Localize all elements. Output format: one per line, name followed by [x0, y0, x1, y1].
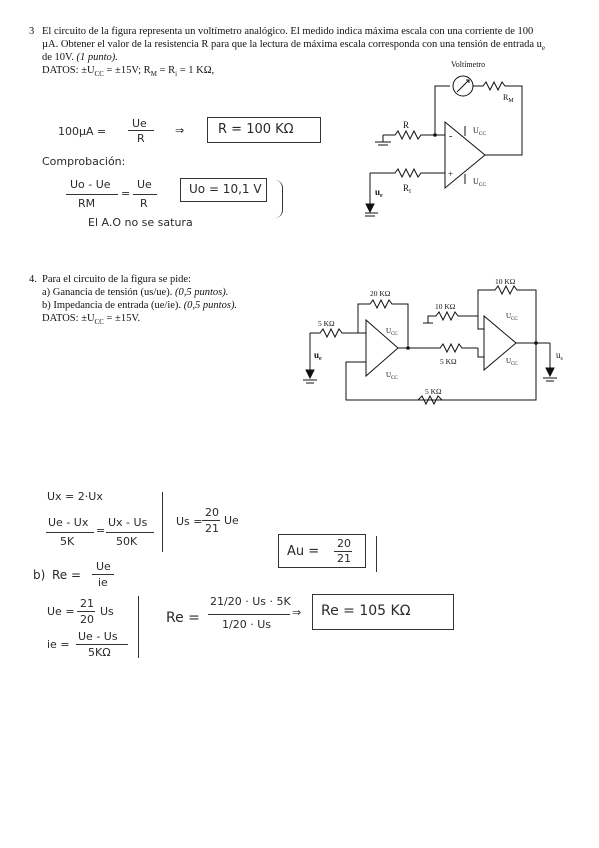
hw4-Re-den: 1/20 · Us: [222, 618, 271, 631]
hw3-result-box: R = 100 KΩ: [207, 117, 321, 143]
hw4-divider3: [138, 596, 139, 658]
hw4-au-box: Au = 20 21: [278, 534, 366, 568]
hw3-eq-den2: R: [140, 197, 148, 210]
voltmeter-circuit-diagram: Voltímetro RM R RI UCC UCC - + ue: [365, 60, 523, 217]
problem3-text-line1: El circuito de la figura representa un v…: [42, 26, 534, 37]
hw4-Re-bar: [208, 614, 290, 615]
problem4-line2: a) Ganancia de tensión (us/ue). (0,5 pun…: [42, 287, 229, 298]
inverting-sign: -: [449, 131, 452, 142]
problem4-datos: DATOS: ±UCC = ±15V.: [42, 313, 141, 327]
hw4-us-num: 20: [205, 506, 219, 519]
hw3-eq-bar1: [66, 194, 118, 195]
ri-label: RI: [403, 183, 411, 195]
hw3-eq-den1: RM: [78, 197, 96, 210]
rm-label: RM: [503, 93, 514, 104]
hw3-result-box2: Uo = 10,1 V: [180, 178, 267, 202]
hw4-divider1: [162, 492, 163, 552]
hw4-ue-num: 21: [80, 597, 94, 610]
hw4-b-label: b): [33, 568, 46, 582]
hw4-Re-arrow: ⇒: [292, 606, 302, 619]
hw4-re-num: Ue: [96, 560, 111, 573]
hw3-eq-bar2: [133, 194, 157, 195]
hw4-ue-den: 20: [80, 613, 94, 626]
problem3-text-line3: de 10V. (1 punto).: [42, 52, 118, 63]
ucc-op2-pos: UCC: [506, 312, 518, 322]
hw4-us-bar: [202, 520, 220, 521]
hw4-re-bar: [92, 574, 114, 575]
ucc-op1-neg: UCC: [386, 371, 398, 381]
ucc-op1-pos: UCC: [386, 327, 398, 337]
hw4-l2-den2: 50K: [116, 535, 138, 548]
two-opamp-circuit-diagram: 20 KΩ 10 KΩ 10 KΩ 5 KΩ 5 KΩ 5 KΩ ue us U…: [303, 278, 564, 406]
hw3-arrow: ⇒: [175, 124, 185, 137]
hw4-l2-den: 5K: [60, 535, 75, 548]
ucc-pos-label: UCC: [473, 126, 486, 137]
r-label: R: [403, 120, 409, 130]
hw3-frac-bar: [128, 130, 154, 131]
hw3-brace: [272, 180, 283, 218]
noninverting-sign: +: [448, 169, 453, 179]
hw3-frac-den: R: [137, 132, 145, 145]
ucc-neg-label: UCC: [473, 177, 486, 188]
hw4-l2-num: Ue - Ux: [48, 516, 89, 529]
hw4-divider2: [376, 536, 377, 572]
r10k-top-label: 10 KΩ: [495, 278, 516, 286]
hw4-l1: Ux = 2·Ux: [47, 490, 103, 503]
hw4-l2-num2: Ux - Us: [108, 516, 148, 529]
hw3-current: 100µA =: [58, 125, 107, 138]
hw4-ie-bar: [76, 644, 128, 645]
hw4-ue-bar: [77, 611, 95, 612]
hw4-Re-big: Re =: [166, 610, 200, 626]
hw4-Re-num: 21/20 · Us · 5K: [210, 595, 291, 608]
hw4-l2-bar: [46, 532, 94, 533]
hw3-comprobacion: Comprobación:: [42, 155, 126, 168]
hw4-re-den: ie: [98, 576, 108, 589]
problem3-text-line2: µA. Obtener el valor de la resistencia R…: [42, 39, 546, 53]
hw3-eq-num1: Uo - Ue: [70, 178, 111, 191]
hw3-frac-num: Ue: [132, 117, 147, 130]
hw4-re-eq: Re =: [52, 568, 82, 582]
hw4-ie-num: Ue - Us: [78, 630, 118, 643]
r5k-in-label: 5 KΩ: [318, 319, 335, 328]
voltmeter-label: Voltímetro: [451, 60, 485, 69]
hw4-ue-line: Ue =: [47, 605, 75, 618]
hw4-us-tail: Ue: [224, 514, 239, 527]
r20k-label: 20 KΩ: [370, 289, 391, 298]
problem4-number: 4.: [29, 274, 37, 285]
problem4-line3: b) Impedancia de entrada (ue/ie). (0,5 p…: [42, 300, 238, 311]
us-label-4: us: [556, 350, 564, 362]
hw3-eq-mid: =: [121, 187, 131, 200]
ue-label-4: ue: [314, 350, 322, 362]
hw4-ue-tail: Us: [100, 605, 114, 618]
problem3-datos: DATOS: ±UCC = ±15V; RM = Ri = 1 KΩ,: [42, 65, 215, 79]
hw3-note: El A.O no se satura: [88, 216, 193, 229]
hw4-Re-result-box: Re = 105 KΩ: [312, 594, 454, 630]
problem4-line1: Para el circuito de la figura se pide:: [42, 274, 191, 285]
hw4-ie-line: ie =: [47, 638, 70, 651]
ucc-op2-neg: UCC: [506, 357, 518, 367]
r5k-mid-label: 5 KΩ: [440, 357, 457, 366]
ue-label: ue: [375, 187, 383, 199]
r10k-left-label: 10 KΩ: [435, 302, 456, 311]
r5k-bottom-label: 5 KΩ: [425, 387, 442, 396]
hw4-l2-eq: =: [96, 524, 106, 537]
hw4-us-den: 21: [205, 522, 219, 535]
hw4-ie-den: 5KΩ: [88, 646, 111, 659]
hw3-eq-num2: Ue: [137, 178, 152, 191]
problem3-number: 3: [29, 26, 35, 37]
hw4-us-eq: Us =: [176, 515, 203, 528]
hw4-l2-bar2: [106, 532, 154, 533]
